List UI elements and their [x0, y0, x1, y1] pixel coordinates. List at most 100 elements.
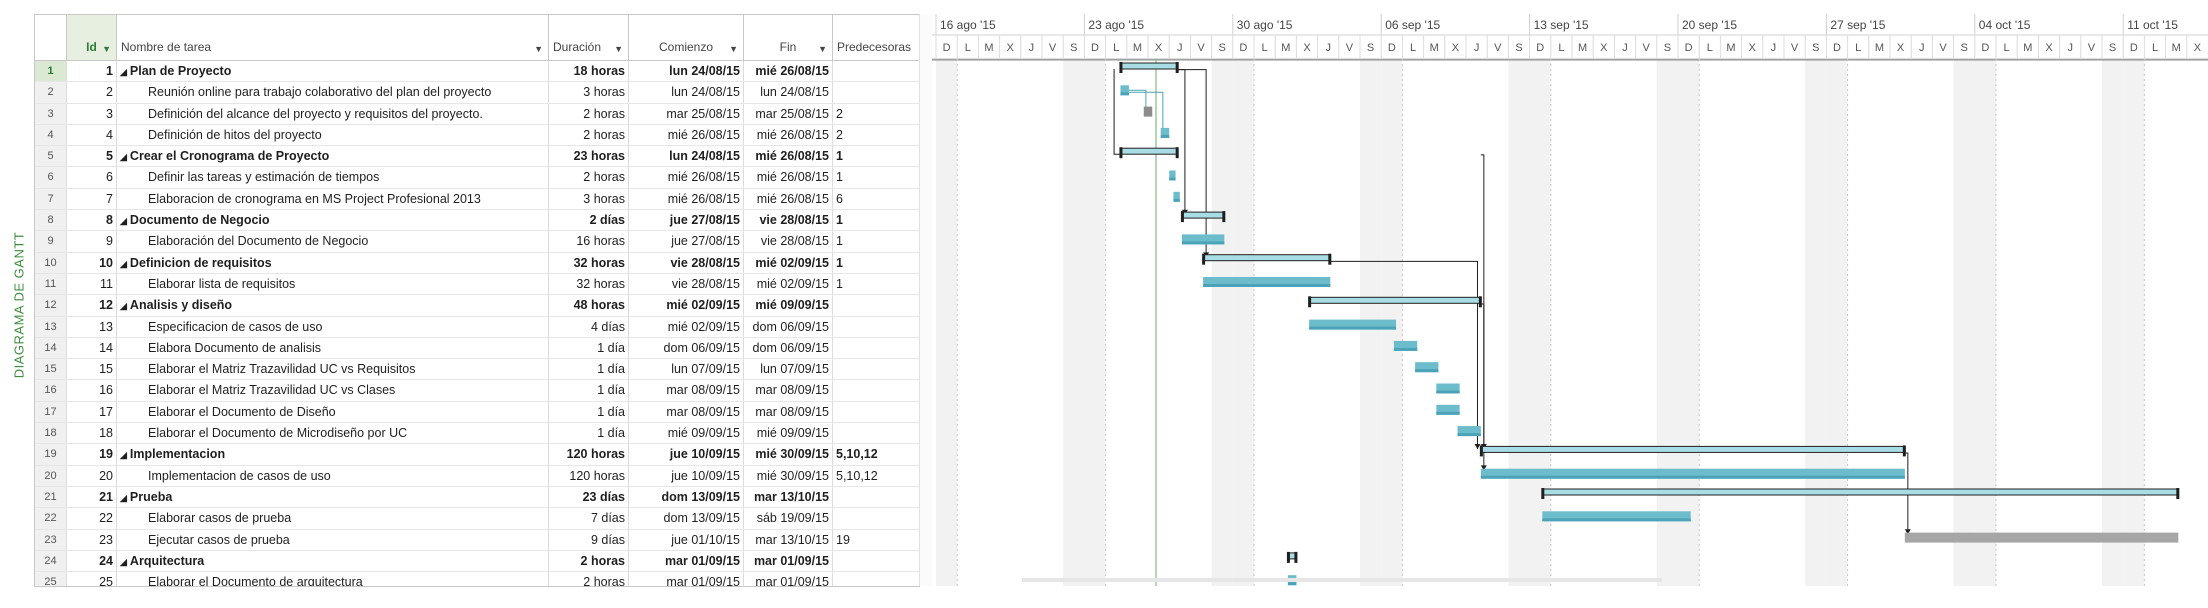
- cell-duration[interactable]: 16 horas: [549, 231, 629, 252]
- header-name[interactable]: Nombre de tarea ▼: [117, 15, 549, 60]
- cell-predecessors[interactable]: [833, 317, 917, 337]
- cell-predecessors[interactable]: 1: [836, 213, 843, 228]
- cell-task-name[interactable]: ◢Analisis y diseño: [117, 295, 549, 316]
- collapse-triangle-icon[interactable]: ◢: [120, 492, 127, 503]
- cell-task-name[interactable]: Elaborar el Documento de Microdiseño por…: [117, 423, 549, 444]
- row-number[interactable]: 14: [35, 337, 67, 359]
- cell-task-name[interactable]: Definición del alcance del proyecto y re…: [117, 103, 549, 124]
- cell-finish[interactable]: mar 01/09/15: [744, 550, 833, 572]
- cell-id[interactable]: 6: [67, 167, 117, 188]
- cell-id[interactable]: 23: [67, 529, 117, 550]
- row-number[interactable]: 5: [35, 146, 67, 167]
- cell-start[interactable]: mié 26/08/15: [629, 167, 744, 188]
- cell-id[interactable]: 19: [67, 444, 117, 465]
- cell-start[interactable]: lun 07/09/15: [629, 359, 744, 380]
- cell-id[interactable]: 1: [67, 61, 117, 82]
- cell-duration[interactable]: 23 días: [549, 486, 629, 508]
- collapse-triangle-icon[interactable]: ◢: [120, 301, 127, 312]
- task-bar[interactable]: [1542, 511, 1691, 522]
- cell-task-name[interactable]: ◢Documento de Negocio: [117, 210, 549, 231]
- cell-start[interactable]: mié 26/08/15: [629, 188, 744, 210]
- cell-id[interactable]: 4: [67, 124, 117, 146]
- cell-finish[interactable]: sáb 19/09/15: [744, 508, 833, 529]
- row-number[interactable]: 7: [35, 188, 67, 210]
- summary-bar[interactable]: [1119, 147, 1179, 155]
- cell-finish[interactable]: mar 08/09/15: [744, 380, 833, 401]
- cell-predecessors[interactable]: 1: [836, 234, 843, 249]
- cell-predecessors[interactable]: 5,10,12: [836, 447, 878, 462]
- cell-start[interactable]: jue 10/09/15: [629, 444, 744, 465]
- cell-finish[interactable]: mar 01/09/15: [744, 572, 833, 586]
- collapse-triangle-icon[interactable]: ◢: [120, 450, 127, 461]
- task-bar[interactable]: [1143, 106, 1153, 117]
- cell-id[interactable]: 21: [67, 486, 117, 508]
- cell-predecessors[interactable]: 2: [836, 127, 843, 142]
- row-number[interactable]: 9: [35, 231, 67, 252]
- cell-task-name[interactable]: Elaborar el Matriz Trazavilidad UC vs Re…: [117, 359, 549, 380]
- chevron-down-icon[interactable]: ▼: [729, 44, 738, 54]
- cell-id[interactable]: 16: [67, 380, 117, 401]
- cell-start[interactable]: mar 25/08/15: [629, 103, 744, 124]
- cell-duration[interactable]: 48 horas: [549, 295, 629, 316]
- cell-task-name[interactable]: Elaboracion de cronograma en MS Project …: [117, 188, 549, 210]
- cell-predecessors[interactable]: 1: [836, 149, 843, 164]
- cell-predecessors[interactable]: 5,10,12: [836, 468, 878, 483]
- row-number[interactable]: 8: [35, 210, 67, 231]
- cell-finish[interactable]: mié 09/09/15: [744, 423, 833, 444]
- task-bar[interactable]: [1393, 340, 1418, 351]
- cell-id[interactable]: 15: [67, 359, 117, 380]
- cell-start[interactable]: mar 08/09/15: [629, 380, 744, 401]
- cell-start[interactable]: lun 24/08/15: [629, 61, 744, 82]
- row-number[interactable]: 12: [35, 295, 67, 316]
- cell-start[interactable]: jue 10/09/15: [629, 465, 744, 486]
- cell-finish[interactable]: mié 09/09/15: [744, 295, 833, 316]
- cell-finish[interactable]: mar 08/09/15: [744, 401, 833, 423]
- cell-id[interactable]: 7: [67, 188, 117, 210]
- cell-duration[interactable]: 32 horas: [549, 273, 629, 295]
- task-bar[interactable]: [1120, 85, 1129, 96]
- cell-task-name[interactable]: Elaboración del Documento de Negocio: [117, 231, 549, 252]
- row-number[interactable]: 11: [35, 273, 67, 295]
- summary-bar[interactable]: [1181, 211, 1225, 219]
- summary-bar[interactable]: [1202, 254, 1331, 262]
- cell-start[interactable]: mié 26/08/15: [629, 124, 744, 146]
- cell-id[interactable]: 13: [67, 316, 117, 337]
- cell-start[interactable]: mar 01/09/15: [629, 550, 744, 572]
- row-number[interactable]: 21: [35, 486, 67, 508]
- summary-bar[interactable]: [1308, 296, 1482, 304]
- cell-duration[interactable]: 18 horas: [549, 61, 629, 82]
- cell-start[interactable]: mié 02/09/15: [629, 295, 744, 316]
- cell-start[interactable]: dom 06/09/15: [629, 337, 744, 359]
- cell-start[interactable]: mié 02/09/15: [629, 316, 744, 337]
- chevron-down-icon[interactable]: ▼: [102, 44, 111, 54]
- cell-finish[interactable]: mié 26/08/15: [744, 61, 833, 82]
- chevron-down-icon[interactable]: ▼: [534, 44, 543, 54]
- cell-finish[interactable]: mié 26/08/15: [744, 124, 833, 146]
- task-bar[interactable]: [1173, 191, 1180, 202]
- cell-id[interactable]: 9: [67, 231, 117, 252]
- chevron-down-icon[interactable]: ▼: [818, 44, 827, 54]
- cell-task-name[interactable]: ◢Definicion de requisitos: [117, 252, 549, 273]
- task-bar[interactable]: [1436, 404, 1460, 415]
- cell-predecessors[interactable]: [833, 402, 917, 422]
- task-bar[interactable]: [1480, 468, 1905, 479]
- cell-predecessors[interactable]: 2: [836, 106, 843, 121]
- row-number[interactable]: 24: [35, 550, 67, 572]
- cell-start[interactable]: mié 09/09/15: [629, 423, 744, 444]
- row-number[interactable]: 13: [35, 316, 67, 337]
- cell-predecessors[interactable]: [833, 572, 917, 586]
- row-number[interactable]: 25: [35, 572, 67, 586]
- task-bar[interactable]: [1415, 362, 1439, 373]
- cell-duration[interactable]: 23 horas: [549, 146, 629, 167]
- cell-predecessors[interactable]: [833, 551, 917, 571]
- task-bar[interactable]: [1436, 383, 1460, 394]
